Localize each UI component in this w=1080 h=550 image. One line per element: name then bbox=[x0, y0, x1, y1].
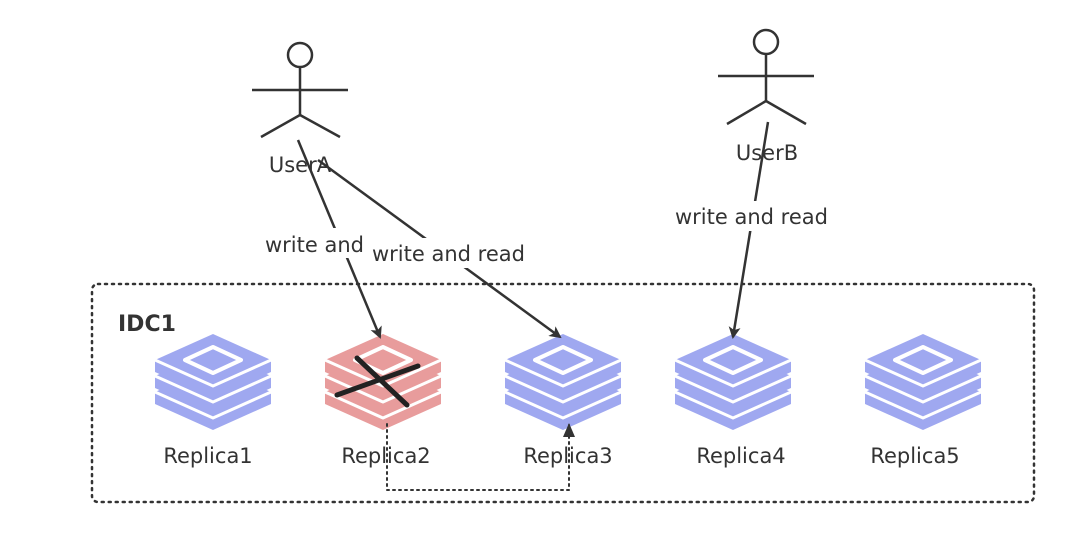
failure-cross-icon bbox=[334, 355, 421, 408]
user-a-label: UserA bbox=[269, 153, 332, 177]
user-a-actor bbox=[252, 41, 348, 139]
replica-label: Replica2 bbox=[341, 444, 430, 468]
database-stack-icon bbox=[324, 334, 442, 430]
user-b-label: UserB bbox=[736, 141, 798, 165]
user-b-actor bbox=[718, 28, 814, 126]
replica-label: Replica1 bbox=[163, 444, 252, 468]
database-stack-icon bbox=[504, 334, 622, 430]
sync-arrowhead-icon bbox=[563, 423, 575, 437]
database-stack-icon bbox=[864, 334, 982, 430]
database-stack-icon bbox=[154, 334, 272, 430]
replica-label: Replica5 bbox=[870, 444, 959, 468]
person-icon bbox=[718, 28, 814, 126]
edge-label-user-a-replica3: write and read bbox=[372, 242, 525, 266]
edge-label-user-a-replica2: write and bbox=[265, 233, 364, 257]
edge-label-user-b-replica4: write and read bbox=[675, 205, 828, 229]
idc-container bbox=[90, 282, 1036, 504]
person-icon bbox=[252, 41, 348, 139]
edge-replica2-to-replica3-sync bbox=[386, 423, 570, 491]
idc-label: IDC1 bbox=[118, 312, 176, 337]
replica-label: Replica3 bbox=[523, 444, 612, 468]
database-stack-icon bbox=[674, 334, 792, 430]
replica-label: Replica4 bbox=[696, 444, 785, 468]
